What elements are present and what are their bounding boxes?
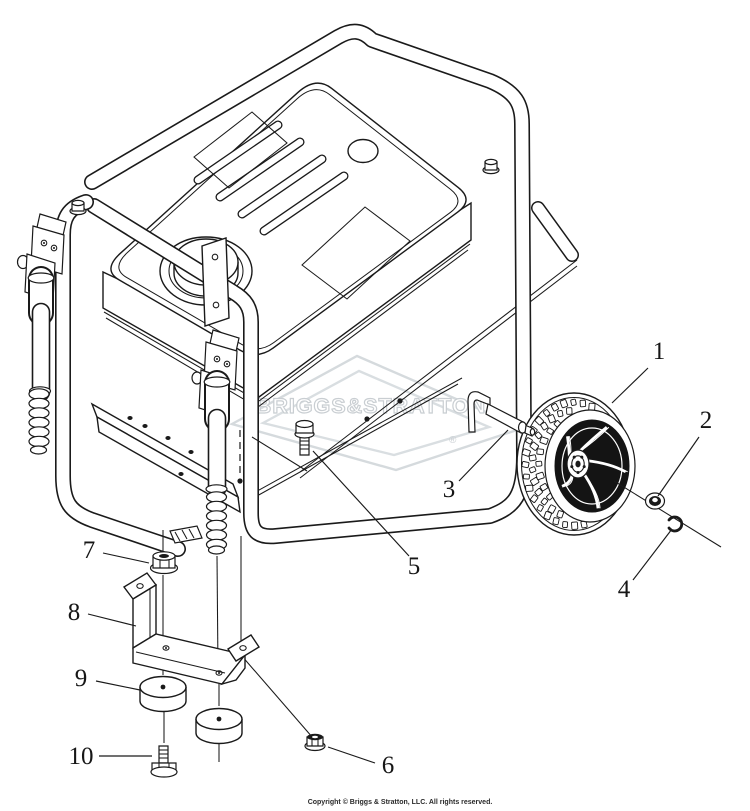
leader-line-1: [611, 367, 649, 404]
carriage-bolt-10: [150, 745, 178, 778]
callout-9-rubber-foot: 9: [75, 665, 88, 692]
rail-cut-end: [169, 525, 203, 544]
floor-bolt-dot: [364, 416, 370, 422]
grip-end-cap: [207, 545, 226, 555]
bolt-5-assembly: [237, 419, 315, 484]
ribbed-grip: [205, 491, 228, 551]
rubber-foot-9b: [195, 707, 243, 745]
leader-line-6: [327, 746, 376, 764]
callout-3-axle-shaft: 3: [443, 476, 456, 503]
leader-line-4: [632, 528, 673, 581]
support-bracket-8: [122, 572, 260, 686]
leader-line-3: [458, 429, 509, 482]
flange-nut-2: [644, 492, 666, 510]
wheel-assembly: [516, 392, 636, 536]
hex-bolt-5: [294, 419, 315, 456]
tank-vent-slots: [193, 120, 349, 236]
bracket-kit: [122, 530, 326, 778]
briggs-stratton-watermark: BRIGGS&STRATTON ®: [228, 354, 527, 472]
frame-corner-bolt: [69, 199, 87, 216]
copyright-text: Copyright © Briggs & Stratton, LLC. All …: [308, 798, 493, 806]
callout-1-wheel: 1: [653, 338, 666, 365]
axle-hardware: [613, 480, 722, 548]
generator-frame: [63, 32, 524, 549]
fuel-tank: [102, 82, 472, 408]
rubber-foot-9a: [139, 675, 187, 713]
grip-end-cap: [29, 445, 48, 455]
leader-line-2: [657, 436, 700, 497]
folding-handle-rear: [16, 213, 67, 455]
flange-nut-7: [149, 551, 179, 575]
base-hole-rail: [90, 402, 241, 544]
leader-line-5: [312, 450, 410, 557]
tank-label-panel: [193, 111, 288, 189]
retaining-ring-4: [667, 515, 684, 533]
callout-4-retaining-ring: 4: [618, 576, 631, 603]
floor-bolt-dot: [397, 398, 403, 404]
callouts-layer: 1 2 3 4 5 6 7 8 9 10: [68, 338, 713, 779]
frame-corner-bolt: [482, 158, 500, 175]
tank-label-panel: [301, 206, 411, 300]
callout-2-flange-nut: 2: [700, 407, 713, 434]
tank-port-circle: [347, 138, 379, 164]
callout-10-carriage-bolt: 10: [69, 743, 94, 770]
hub-lugs: [570, 455, 586, 474]
leader-line-8: [87, 613, 137, 627]
axle-assembly: [467, 391, 536, 437]
callout-5-hex-bolt: 5: [408, 553, 421, 580]
callout-6-lock-nut: 6: [382, 752, 395, 779]
tire-tread-knobs: [521, 398, 596, 530]
leader-line-9: [95, 680, 141, 691]
callout-8-support-bracket: 8: [68, 599, 81, 626]
watermark-registered-mark: ®: [449, 435, 457, 446]
ribbed-grip: [28, 388, 50, 448]
folding-handle-front: [191, 329, 240, 555]
lock-nut-6: [304, 733, 326, 752]
wheel-rim: [554, 419, 630, 513]
watermark-text: BRIGGS&STRATTON: [256, 394, 486, 418]
side-mount-plate: [201, 237, 230, 327]
callout-7-flange-nut: 7: [83, 537, 96, 564]
leader-line-7: [102, 552, 150, 564]
